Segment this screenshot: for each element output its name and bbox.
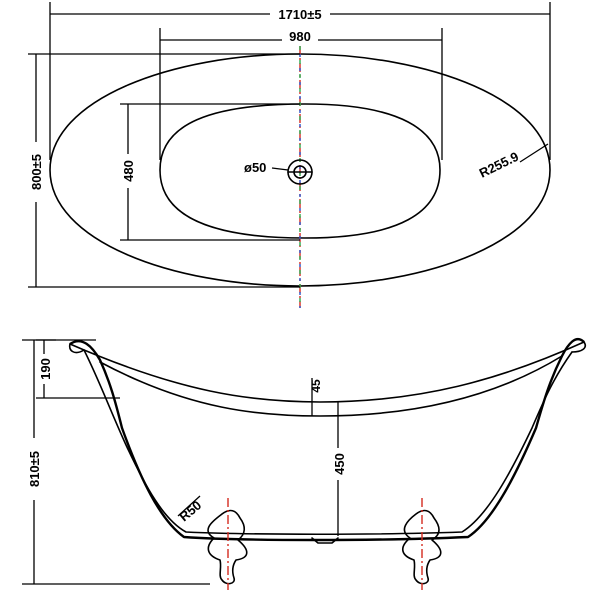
overall-width-label: 800±5 xyxy=(29,154,44,190)
overall-height-label: 810±5 xyxy=(27,451,42,487)
end-radius-label: R255.9 xyxy=(477,149,521,181)
drain-outlet xyxy=(311,537,339,544)
left-foot xyxy=(207,498,248,590)
inner-depth-label: 450 xyxy=(332,453,347,475)
inner-length-label: 980 xyxy=(289,29,311,44)
rim-left xyxy=(68,343,85,354)
inner-basin-outline xyxy=(159,103,441,239)
basin-floor-curve xyxy=(99,355,563,417)
right-foot xyxy=(402,498,442,590)
top-view: 1710±5 980 800±5 480 ø50 R255.9 xyxy=(27,2,551,308)
tub-inner-profile xyxy=(83,349,573,536)
rim-top-curve xyxy=(69,341,585,403)
drain-diameter-label: ø50 xyxy=(244,160,266,175)
floor-thickness-label: 45 xyxy=(309,379,323,393)
inner-width-label: 480 xyxy=(121,160,136,182)
tub-outer-profile xyxy=(69,337,585,542)
rim-drop-label: 190 xyxy=(38,358,53,380)
corner-radius-label: R50 xyxy=(176,497,204,524)
drain-symbol xyxy=(287,159,313,185)
overall-length-label: 1710±5 xyxy=(278,7,321,22)
side-view: 190 810±5 45 450 R50 xyxy=(22,337,587,590)
rim-right xyxy=(571,341,587,353)
